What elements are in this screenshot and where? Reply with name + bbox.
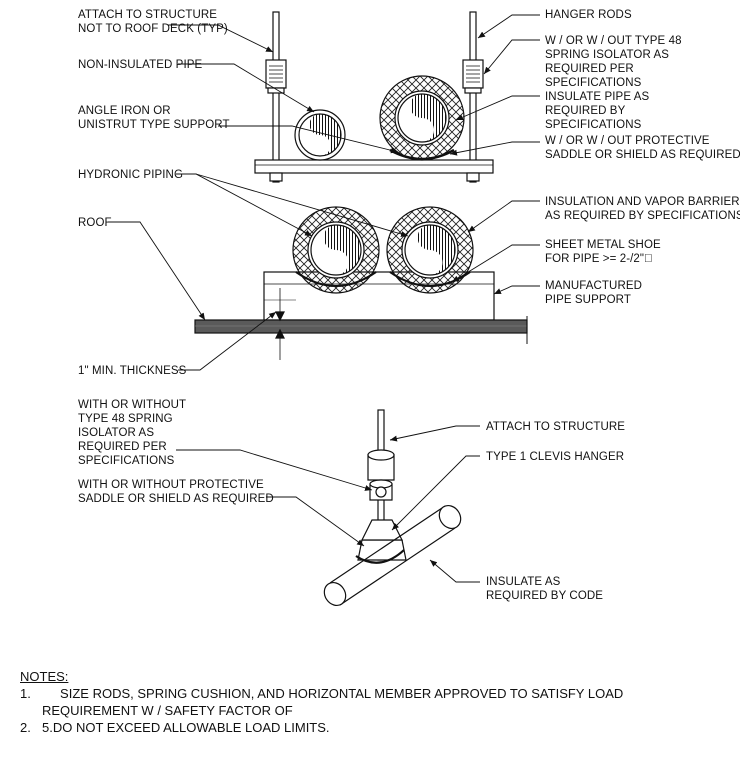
label-with-or-without-saddle: WITH OR WITHOUT PROTECTIVE SADDLE OR SHIE… <box>78 478 274 506</box>
label-line: HYDRONIC PIPING <box>78 169 184 181</box>
spring-isolator-right <box>462 59 484 94</box>
notes-block: NOTES: 1. SIZE RODS, SPRING CUSHION, AND… <box>20 668 623 736</box>
label-line: REQUIRED PER <box>545 63 634 75</box>
label-line: REQUIRED BY CODE <box>486 590 604 602</box>
label-line: SPECIFICATIONS <box>78 455 175 467</box>
label-line: W / OR W / OUT PROTECTIVE <box>545 135 710 147</box>
roof-support-detail <box>194 206 528 360</box>
label-with-or-without-spring: WITH OR WITHOUT TYPE 48 SPRING ISOLATOR AS… <box>78 398 186 468</box>
label-protective-saddle: W / OR W / OUT PROTECTIVE SADDLE OR SHIEL… <box>545 134 740 162</box>
label-line: TYPE 1 CLEVIS HANGER <box>486 451 625 463</box>
label-line: INSULATION AND VAPOR BARRIER <box>545 196 740 208</box>
note-number: 1. <box>20 686 31 701</box>
label-line: SHEET METAL SHOE <box>545 239 661 251</box>
note-item-2: 2. 5.DO NOT EXCEED ALLOWABLE LOAD LIMITS. <box>20 719 623 736</box>
label-line: SPECIFICATIONS <box>545 77 642 89</box>
label-line: FOR PIPE >= 2-/2"⃞ <box>545 253 653 265</box>
label-attach-structure: ATTACH TO STRUCTURE <box>486 420 625 434</box>
label-line: INSULATE PIPE AS <box>545 91 650 103</box>
note-number: 2. <box>20 720 31 735</box>
label-spring-isolator: W / OR W / OUT TYPE 48 SPRING ISOLATOR AS… <box>545 34 682 90</box>
non-insulated-pipe <box>294 109 346 161</box>
label-line: 1" MIN. THICKNESS <box>78 365 187 377</box>
label-line: ISOLATOR AS <box>78 427 155 439</box>
label-line: WITH OR WITHOUT PROTECTIVE <box>78 479 264 491</box>
label-line: SADDLE OR SHIELD AS REQUIRED <box>545 149 740 161</box>
label-attach-structure-roof: ATTACH TO STRUCTURE NOT TO ROOF DECK (TYP… <box>78 8 228 36</box>
label-line: NON-INSULATED PIPE <box>78 59 203 71</box>
label-insulation-vapor: INSULATION AND VAPOR BARRIER AS REQUIRED … <box>545 195 740 223</box>
spring-isolator-left <box>265 59 287 94</box>
label-clevis-hanger: TYPE 1 CLEVIS HANGER <box>486 450 624 464</box>
label-line: AS REQUIRED BY SPECIFICATIONS <box>545 210 740 222</box>
label-line: W / OR W / OUT TYPE 48 <box>545 35 682 47</box>
label-insulate-pipe: INSULATE PIPE AS REQUIRED BY SPECIFICATION… <box>545 90 649 132</box>
label-line: REQUIRED BY <box>545 105 626 117</box>
roof-deck <box>194 319 528 334</box>
label-line: ATTACH TO STRUCTURE <box>486 421 626 433</box>
label-min-thickness: 1" MIN. THICKNESS <box>78 364 186 378</box>
label-line: INSULATE AS <box>486 576 561 588</box>
hanger-rod-left <box>272 11 280 183</box>
label-line: SPRING ISOLATOR AS <box>545 49 670 61</box>
label-hanger-rods: HANGER RODS <box>545 8 632 22</box>
note-text: REQUIREMENT W / SAFETY FACTOR OF <box>42 703 293 718</box>
label-line: TYPE 48 SPRING <box>78 413 173 425</box>
label-line: WITH OR WITHOUT <box>78 399 187 411</box>
label-manufactured-support: MANUFACTURED PIPE SUPPORT <box>545 279 642 307</box>
label-angle-iron: ANGLE IRON OR UNISTRUT TYPE SUPPORT <box>78 104 230 132</box>
label-insulate-code: INSULATE AS REQUIRED BY CODE <box>486 575 603 603</box>
note-text: 5.DO NOT EXCEED ALLOWABLE LOAD LIMITS. <box>42 720 330 735</box>
note-item-1-cont: REQUIREMENT W / SAFETY FACTOR OF <box>20 702 623 719</box>
label-non-insulated-pipe: NON-INSULATED PIPE <box>78 58 202 72</box>
angle-iron-support <box>254 159 494 174</box>
notes-heading: NOTES: <box>20 669 69 684</box>
label-line: REQUIRED PER <box>78 441 167 453</box>
leader-lines <box>108 14 540 583</box>
note-text: SIZE RODS, SPRING CUSHION, AND HORIZONTA… <box>42 686 624 701</box>
label-line: MANUFACTURED <box>545 280 643 292</box>
label-line: ATTACH TO STRUCTURE <box>78 9 218 21</box>
label-roof: ROOF <box>78 216 112 230</box>
label-line: ANGLE IRON OR <box>78 105 171 117</box>
hydronic-pipe-right <box>386 206 474 294</box>
label-line: HANGER RODS <box>545 9 632 21</box>
label-sheet-metal-shoe: SHEET METAL SHOE FOR PIPE >= 2-/2"⃞ <box>545 238 661 266</box>
label-line: SPECIFICATIONS <box>545 119 642 131</box>
clevis-pipe <box>323 504 462 607</box>
label-line: NOT TO ROOF DECK (TYP) <box>78 23 228 35</box>
label-line: UNISTRUT TYPE SUPPORT <box>78 119 230 131</box>
insulated-pipe-top <box>379 75 465 161</box>
hydronic-pipe-left <box>292 206 380 294</box>
trapeze-hanger-detail <box>254 11 494 183</box>
hanger-rod-right <box>469 11 477 183</box>
label-line: SADDLE OR SHIELD AS REQUIRED <box>78 493 274 505</box>
label-line: PIPE SUPPORT <box>545 294 631 306</box>
clevis-hanger-detail <box>323 409 462 607</box>
label-hydronic-piping: HYDRONIC PIPING <box>78 168 183 182</box>
label-line: ROOF <box>78 217 112 229</box>
note-item-1: 1. SIZE RODS, SPRING CUSHION, AND HORIZO… <box>20 685 623 702</box>
